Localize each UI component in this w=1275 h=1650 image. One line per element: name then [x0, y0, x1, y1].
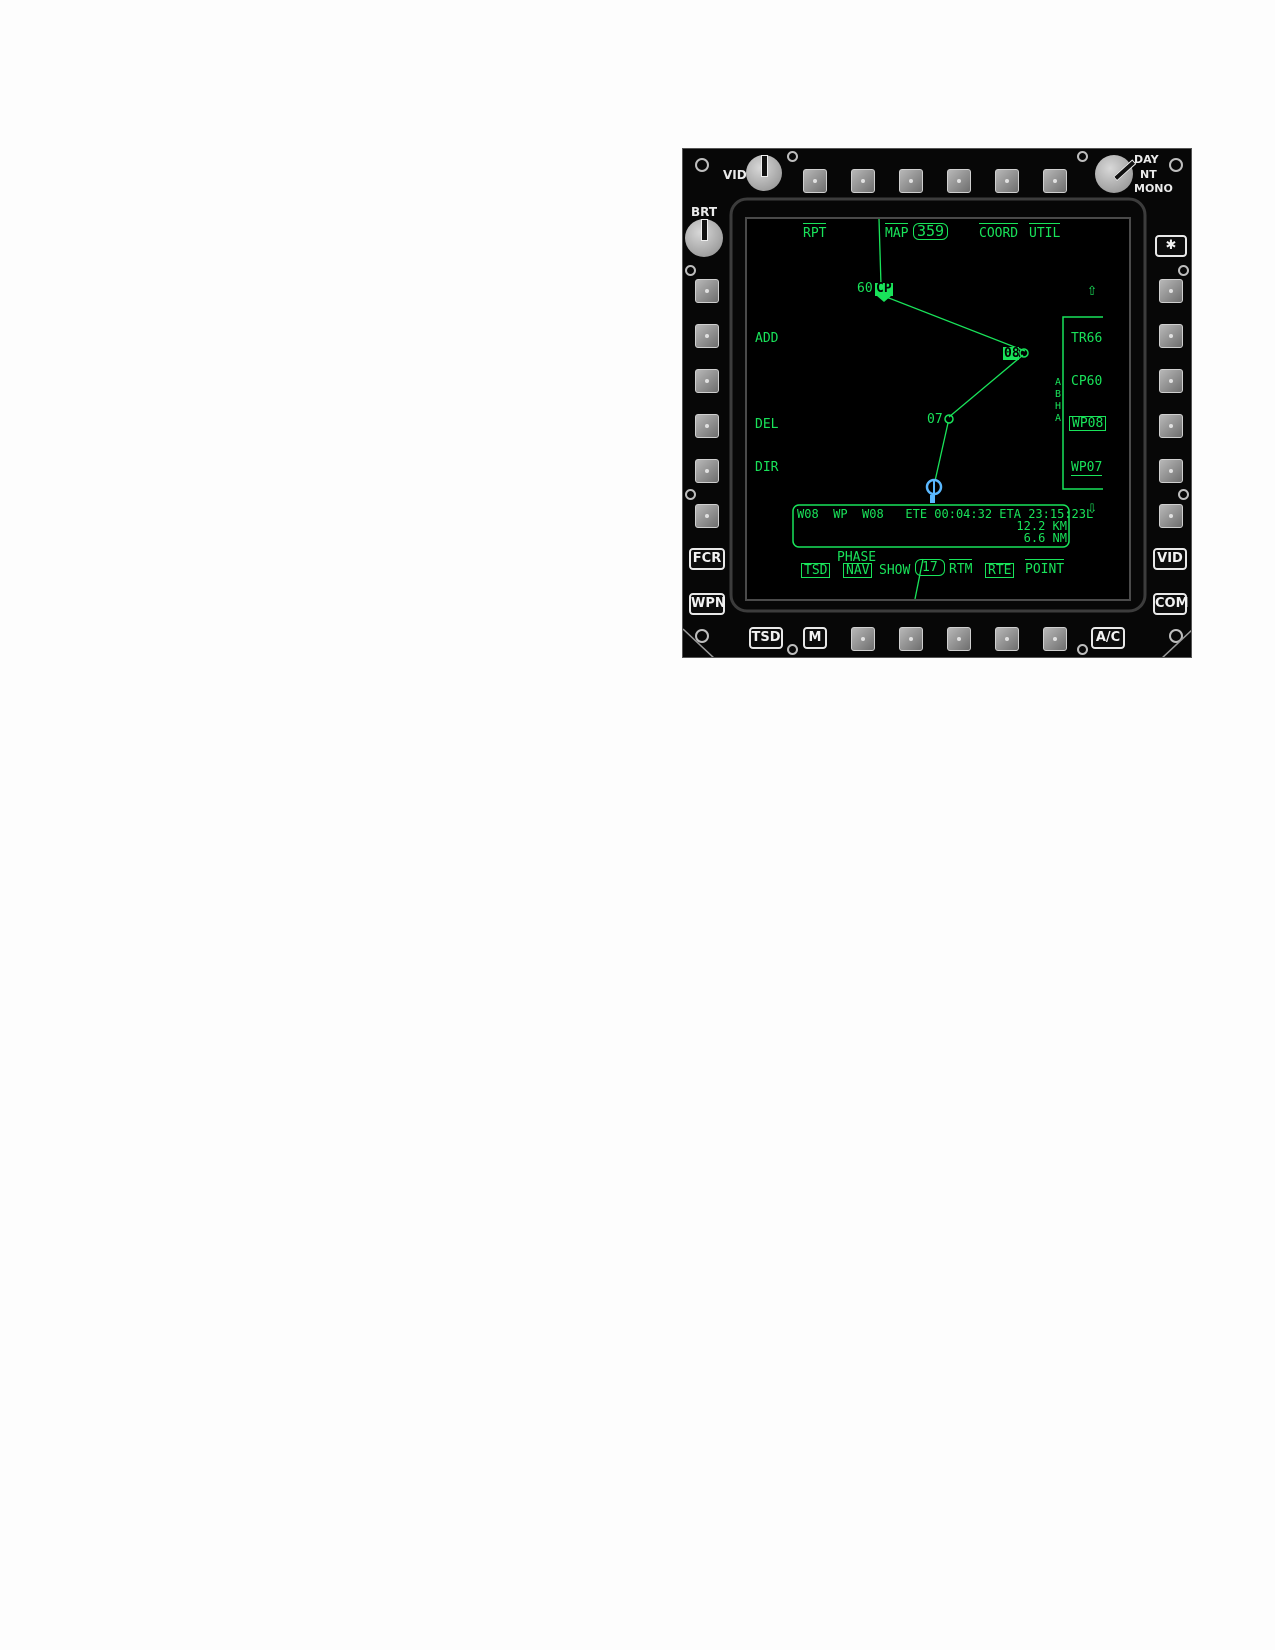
tsd-label: TSD — [801, 563, 831, 578]
screw-icon — [787, 151, 798, 162]
left-bezel-button-5[interactable] — [695, 459, 719, 483]
com-key[interactable]: COM — [1153, 593, 1189, 615]
mode-knob[interactable] — [1095, 155, 1137, 193]
top-bezel-button-1[interactable] — [803, 169, 827, 193]
screw-icon — [695, 158, 709, 172]
bottom-bezel-button-2[interactable] — [899, 627, 923, 651]
right-bezel-button-5[interactable] — [1159, 459, 1183, 483]
mode-nt-label: NT — [1140, 168, 1157, 181]
del-label: DEL — [755, 417, 779, 432]
left-bezel-button-1[interactable] — [695, 279, 719, 303]
nav-label: NAV — [843, 563, 873, 578]
show-label: SHOW — [879, 563, 911, 578]
status-box-frame — [792, 504, 1070, 548]
right-bezel-button-4[interactable] — [1159, 414, 1183, 438]
screw-icon — [1178, 265, 1189, 276]
point-label: POINT — [1025, 559, 1065, 577]
screw-icon — [695, 629, 709, 643]
wp08-marker — [1003, 347, 1019, 360]
vertical-label-char: A — [1055, 413, 1062, 424]
ac-key[interactable]: A/C — [1091, 627, 1125, 649]
star-key[interactable]: ✱ — [1155, 235, 1187, 257]
screw-icon — [1077, 151, 1088, 162]
fcr-key[interactable]: FCR — [689, 548, 725, 570]
brt-knob[interactable] — [685, 219, 723, 257]
waypoint-item-tr66: TR66 — [1071, 331, 1103, 346]
screw-icon — [685, 265, 696, 276]
vid-knob-label: VID — [723, 168, 747, 182]
scroll-up-icon: ⇧ — [1087, 280, 1098, 300]
waypoint-item-wp07: WP07 — [1071, 460, 1103, 476]
map-label: MAP — [885, 223, 909, 241]
bottom-bezel-button-5[interactable] — [1043, 627, 1067, 651]
screw-icon — [1169, 158, 1183, 172]
wp07-marker — [944, 414, 954, 424]
heading-readout: 359 — [913, 223, 949, 240]
right-bezel-button-2[interactable] — [1159, 324, 1183, 348]
top-bezel-button-6[interactable] — [1043, 169, 1067, 193]
screw-icon — [787, 644, 798, 655]
cp60-tag: CP — [876, 281, 892, 296]
count-readout: 17 — [915, 559, 945, 576]
status-line-1: W08 WP W08 ETE 00:04:32 ETA 23:15:23L — [797, 507, 1094, 521]
right-bezel-button-6[interactable] — [1159, 504, 1183, 528]
left-bezel-button-6[interactable] — [695, 504, 719, 528]
display-screen: RPT MAP 359 COORD UTIL ADD DEL DIR ⇧ TR6… — [745, 217, 1131, 601]
coord-label: COORD — [979, 223, 1019, 241]
cp60-marker — [875, 283, 893, 296]
scroll-down-icon: ⇩ — [1087, 498, 1098, 518]
util-label: UTIL — [1029, 223, 1061, 241]
mode-mono-label: MONO — [1134, 182, 1173, 195]
top-bezel-button-2[interactable] — [851, 169, 875, 193]
wp07-number: 07 — [927, 412, 943, 427]
mode-day-label: DAY — [1134, 153, 1159, 166]
phase-label: PHASE — [837, 550, 877, 565]
bottom-bezel-button-3[interactable] — [947, 627, 971, 651]
route-map — [792, 219, 1103, 599]
rpt-label: RPT — [803, 223, 827, 241]
m-key[interactable]: M — [803, 627, 827, 649]
status-line-distance-nm: 6.6 NM — [1023, 531, 1067, 545]
top-bezel-button-5[interactable] — [995, 169, 1019, 193]
status-line-distance-km: 12.2 KM — [1016, 519, 1067, 533]
vid-knob[interactable] — [746, 155, 782, 191]
tsd-key[interactable]: TSD — [749, 627, 783, 649]
add-label: ADD — [755, 331, 779, 346]
brt-knob-label: BRT — [691, 205, 718, 219]
vertical-label-char: B — [1055, 389, 1062, 400]
waypoint-item-cp60: CP60 — [1071, 374, 1103, 389]
waypoint-list-bracket — [1062, 316, 1103, 490]
left-bezel-button-3[interactable] — [695, 369, 719, 393]
screw-icon — [1169, 629, 1183, 643]
vid-key[interactable]: VID — [1153, 548, 1187, 570]
left-bezel-button-2[interactable] — [695, 324, 719, 348]
vertical-label-char: A — [1055, 377, 1062, 388]
waypoint-item-wp08: WP08 — [1069, 416, 1107, 431]
rtm-label: RTM — [949, 559, 973, 577]
multifunction-display: VID BRT DAY NT MONO FCR WPN ✱ VID COM TS… — [682, 148, 1192, 658]
bottom-bezel-button-4[interactable] — [995, 627, 1019, 651]
top-bezel-button-3[interactable] — [899, 169, 923, 193]
right-bezel-button-1[interactable] — [1159, 279, 1183, 303]
vertical-label-char: H — [1055, 401, 1062, 412]
bottom-bezel-button-1[interactable] — [851, 627, 875, 651]
wp08-tag: 08 — [1004, 346, 1020, 361]
cp60-number: 60 — [857, 281, 873, 296]
screw-icon — [1178, 489, 1189, 500]
top-bezel-button-4[interactable] — [947, 169, 971, 193]
bezel-bevels — [683, 197, 1191, 657]
wpn-key[interactable]: WPN — [689, 593, 726, 615]
rte-label: RTE — [985, 563, 1015, 578]
right-bezel-button-3[interactable] — [1159, 369, 1183, 393]
screw-icon — [685, 489, 696, 500]
screw-icon — [1077, 644, 1088, 655]
dir-label: DIR — [755, 460, 779, 475]
left-bezel-button-4[interactable] — [695, 414, 719, 438]
